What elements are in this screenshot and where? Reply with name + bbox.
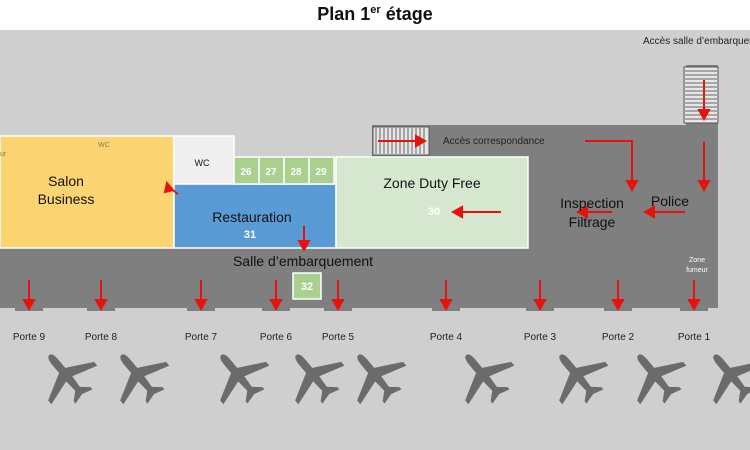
restauration-number: 31 xyxy=(244,229,256,241)
airplane-icon xyxy=(713,354,750,405)
gate-label: Porte 6 xyxy=(260,332,293,343)
salon-label-2: Business xyxy=(38,191,95,207)
shop-26-number: 26 xyxy=(240,167,252,178)
gate-label: Porte 4 xyxy=(430,332,463,343)
duty-free-label: Zone Duty Free xyxy=(383,175,480,191)
salon-edge-label: ur xyxy=(0,151,7,158)
arrows xyxy=(163,80,711,253)
wc-label: WC xyxy=(195,158,210,168)
airplane-icon xyxy=(220,354,270,405)
police-label: Police xyxy=(651,193,689,209)
salle-label: Salle d’embarquement xyxy=(233,253,373,269)
airplane-icon xyxy=(357,354,407,405)
inspection-label-2: Filtrage xyxy=(569,214,616,230)
zone-fumeur-label-2: fumeur xyxy=(686,267,708,274)
airplane-icon xyxy=(48,354,98,405)
gate-arrow-head xyxy=(533,299,547,312)
shop-26 xyxy=(233,156,260,185)
acces-salle-label: Accès salle d’embarquement xyxy=(643,36,750,47)
gate-label: Porte 1 xyxy=(678,332,711,343)
acces-correspondance-label: Accès correspondance xyxy=(443,136,545,147)
gate-arrow-head xyxy=(611,299,625,312)
gate-arrow-head xyxy=(439,299,453,312)
gate-label: Porte 5 xyxy=(322,332,355,343)
inspection-label-1: Inspection xyxy=(560,195,624,211)
gate-arrow-head xyxy=(687,299,701,312)
gate-arrow-head xyxy=(269,299,283,312)
salon-label-1: Salon xyxy=(48,173,84,189)
gate-label: Porte 9 xyxy=(13,332,46,343)
shop-29-number: 29 xyxy=(315,167,327,178)
airplane-icon xyxy=(637,354,687,405)
shop-27 xyxy=(258,156,285,185)
zone-fumeur-label-1: Zone xyxy=(689,257,705,264)
airplane-icon xyxy=(559,354,609,405)
shop-27-number: 27 xyxy=(265,167,277,178)
gate-label: Porte 3 xyxy=(524,332,557,343)
restauration-label: Restauration xyxy=(212,209,291,225)
shop-32 xyxy=(292,272,322,300)
gate-arrow-head xyxy=(22,299,36,312)
gate-arrow-head xyxy=(94,299,108,312)
salle-number: 32 xyxy=(301,281,313,293)
airplane-icon xyxy=(465,354,515,405)
gate-label: Porte 8 xyxy=(85,332,118,343)
shop-28 xyxy=(283,156,310,185)
shop-29 xyxy=(308,156,335,185)
airplane-icon xyxy=(295,354,345,405)
gate-arrow-head xyxy=(194,299,208,312)
duty-free xyxy=(335,156,529,249)
salon-wc-label: WC xyxy=(98,142,110,149)
gate-arrow-head xyxy=(331,299,345,312)
airplane-icon xyxy=(120,354,170,405)
page-title: Plan 1er étage xyxy=(317,4,433,24)
duty-free-number: 30 xyxy=(428,206,440,218)
gate-label: Porte 2 xyxy=(602,332,635,343)
restauration xyxy=(173,183,337,249)
gate-label: Porte 7 xyxy=(185,332,218,343)
salon-business xyxy=(0,135,175,249)
shop-28-number: 28 xyxy=(290,167,302,178)
